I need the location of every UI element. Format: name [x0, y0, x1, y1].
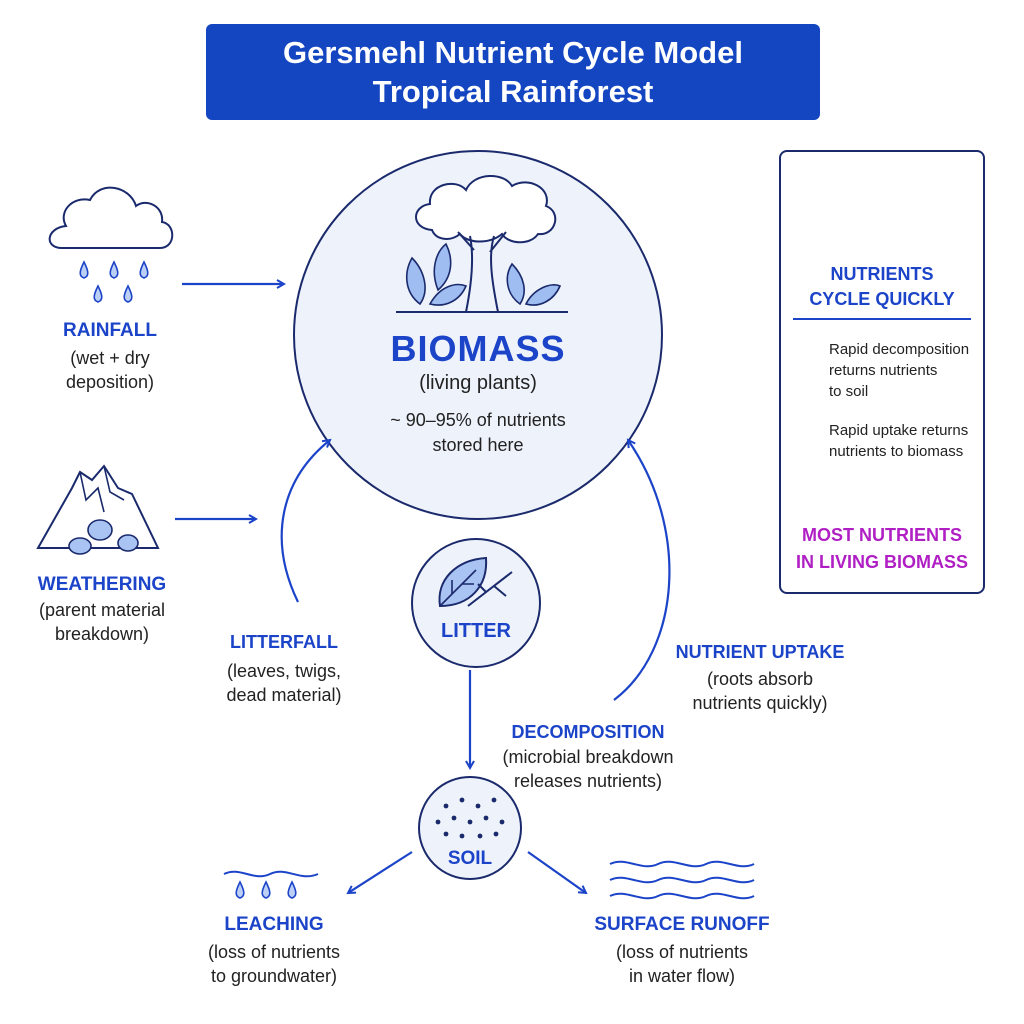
- weathering-title: WEATHERING: [37, 574, 167, 595]
- panel-heading: NUTRIENTS CYCLE QUICKLY: [779, 262, 985, 312]
- leaching-output: LEACHING (loss of nutrients to groundwat…: [176, 914, 372, 988]
- check-line-1: Rapid uptake returns: [829, 422, 969, 439]
- rock-mountain-icon: [36, 464, 160, 555]
- litterfall-title: LITTERFALL: [230, 632, 338, 652]
- info-panel: [779, 150, 985, 594]
- check-line-3: to soil: [829, 383, 869, 400]
- soil-store: [418, 776, 522, 880]
- panel-divider: [793, 318, 971, 320]
- biomass-subtitle: (living plants): [419, 372, 537, 394]
- rainfall-input: RAINFALL (wet + dry deposition): [20, 320, 200, 394]
- uptake-desc-2: nutrients quickly): [692, 693, 828, 713]
- litterfall-desc-2: dead material): [226, 685, 342, 705]
- runoff-desc-2: in water flow): [628, 966, 736, 986]
- biomass-note-line-2: stored here: [432, 435, 524, 455]
- panel-check-item: Rapid decomposition returns nutrients to…: [829, 339, 979, 402]
- uptake-desc-1: (roots absorb: [706, 669, 814, 689]
- biomass-label: BIOMASS: [390, 328, 566, 369]
- rainfall-desc-1: (wet + dry: [70, 348, 150, 368]
- litterfall-arrow: [280, 440, 330, 603]
- panel-heading-line-1: NUTRIENTS: [830, 264, 934, 284]
- uptake-flow: NUTRIENT UPTAKE (roots absorb nutrients …: [660, 642, 860, 715]
- uptake-arrow: [613, 440, 671, 701]
- decomposition-desc-1: (microbial breakdown: [502, 747, 674, 767]
- leaching-title: LEACHING: [224, 914, 324, 935]
- panel-result-line-1: MOST NUTRIENTS: [802, 525, 962, 545]
- soil-particles-icon: [435, 797, 505, 839]
- litterfall-desc-1: (leaves, twigs,: [226, 661, 342, 681]
- leaching-arrow: [348, 851, 413, 893]
- title-line-1: Gersmehl Nutrient Cycle Model: [283, 35, 743, 70]
- decomposition-desc-2: releases nutrients): [513, 771, 663, 791]
- title-line-2: Tropical Rainforest: [372, 74, 654, 109]
- decomposition-title: DECOMPOSITION: [511, 722, 665, 742]
- runoff-arrow: [527, 851, 586, 893]
- rain-cloud-icon: [48, 186, 174, 303]
- panel-heading-line-2: CYCLE QUICKLY: [809, 289, 955, 309]
- water-drops-icon: [223, 870, 319, 899]
- runoff-output: SURFACE RUNOFF (loss of nutrients in wat…: [584, 914, 780, 988]
- water-waves-icon: [609, 860, 755, 900]
- biomass-note: ~ 90–95% of nutrients stored here: [293, 408, 663, 458]
- panel-result-line-2: IN LIVING BIOMASS: [795, 552, 968, 572]
- weathering-input: WEATHERING (parent material breakdown): [4, 574, 200, 646]
- rainfall-desc-2: deposition): [65, 372, 155, 392]
- check-line-2: returns nutrients: [829, 362, 938, 379]
- check-line-2: nutrients to biomass: [829, 443, 964, 460]
- uptake-title: NUTRIENT UPTAKE: [675, 642, 845, 662]
- panel-result: MOST NUTRIENTS IN LIVING BIOMASS: [779, 522, 985, 576]
- runoff-title: SURFACE RUNOFF: [594, 914, 770, 935]
- weathering-desc-2: breakdown): [54, 624, 150, 644]
- leaf-twig-icon: [438, 556, 513, 608]
- biomass-note-line-1: ~ 90–95% of nutrients: [390, 410, 566, 430]
- leaching-desc-1: (loss of nutrients: [207, 942, 341, 962]
- runoff-desc-1: (loss of nutrients: [615, 942, 749, 962]
- panel-check-item: Rapid uptake returns nutrients to biomas…: [829, 420, 979, 462]
- tree-icon: [396, 174, 568, 313]
- check-line-1: Rapid decomposition: [829, 341, 970, 358]
- title-banner: Gersmehl Nutrient Cycle Model Tropical R…: [206, 24, 820, 120]
- soil-label: SOIL: [447, 848, 493, 869]
- rainfall-title: RAINFALL: [63, 320, 157, 341]
- litterfall-flow: LITTERFALL (leaves, twigs, dead material…: [196, 632, 372, 707]
- weathering-desc-1: (parent material: [38, 600, 166, 620]
- decomposition-flow: DECOMPOSITION (microbial breakdown relea…: [488, 722, 688, 793]
- leaching-desc-2: to groundwater): [210, 966, 338, 986]
- litter-label: LITTER: [441, 620, 511, 642]
